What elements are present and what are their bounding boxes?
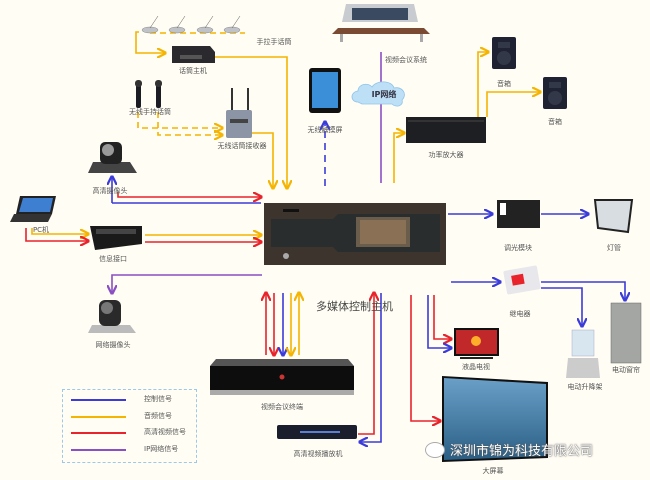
label-speaker-1: 音箱 (497, 80, 511, 88)
lcd-tv-icon (454, 328, 499, 359)
label-ip-network: IP网络 (371, 90, 397, 99)
audio-line-wireless-mic-1 (137, 112, 222, 128)
big-screen-icon (442, 376, 548, 462)
control-line-lift (541, 287, 582, 326)
audio-line-pc (31, 228, 88, 234)
speaker-2-icon (543, 77, 567, 109)
label-dimmer-module: 调光模块 (504, 244, 532, 252)
control-line-player (360, 293, 382, 442)
electric-lift-icon (566, 329, 600, 378)
label-light-tube: 灯管 (607, 244, 621, 252)
audio-line-amp-speaker-1 (477, 52, 488, 117)
video-line-player (358, 293, 374, 435)
relay-icon (503, 265, 541, 295)
legend-swatch-control (71, 399, 126, 401)
legend-item-control: 控制信号 (71, 394, 191, 406)
legend: 控制信号 音频信号 高清视频信号 IP网络信号 (62, 389, 197, 463)
wireless-touchscreen-icon (309, 68, 341, 113)
legend-label: 音频信号 (144, 412, 172, 420)
light-tube-icon (593, 199, 634, 234)
wireless-mic-icons (135, 80, 162, 108)
ip-line-netcam (112, 274, 262, 293)
label-hd-video-player: 高清视频播放机 (293, 450, 343, 458)
audio-line-wireless-mic-2 (157, 112, 222, 135)
legend-swatch-audio (71, 416, 126, 418)
audio-line-to-amp (393, 133, 404, 183)
handheld-mic-icons (141, 15, 241, 34)
audio-line-host-to-controller (215, 56, 287, 188)
control-line-curtain (541, 281, 625, 300)
label-mic-host: 话筒主机 (179, 67, 207, 75)
label-video-conf-system: 视频会议系统 (385, 56, 427, 64)
audio-line-mics-to-host (135, 31, 165, 53)
label-lcd-tv: 液晶电视 (462, 363, 490, 371)
control-line-tv (427, 295, 451, 348)
label-speaker-2: 音箱 (548, 118, 562, 126)
audio-line-receiver-to-controller (250, 132, 273, 188)
label-big-screen: 大屏幕 (482, 467, 504, 475)
label-wireless-mics: 无线手持话筒 (129, 108, 171, 116)
legend-swatch-ip-network (71, 449, 126, 451)
legend-label: 高清视频信号 (144, 428, 186, 436)
ip-network-cloud-icon (351, 81, 405, 107)
label-wireless-receiver: 无线话筒接收器 (217, 142, 267, 150)
label-info-interface: 信息接口 (99, 255, 127, 263)
video-conf-system-icon (332, 4, 430, 42)
wechat-icon (425, 442, 445, 458)
legend-label: IP网络信号 (144, 445, 179, 453)
speaker-1-icon (492, 37, 516, 69)
electric-curtain-icon (610, 302, 642, 364)
wireless-receiver-icon (226, 88, 252, 138)
video-line-bigscreen (410, 295, 440, 421)
label-electric-lift: 电动升降架 (567, 383, 603, 391)
label-relay: 继电器 (509, 310, 531, 318)
mic-host-icon (172, 46, 215, 63)
video-line-pc (25, 228, 88, 241)
label-video-conf-terminal: 视频会议终端 (261, 403, 303, 411)
label-handheld-mics: 手拉手话筒 (256, 38, 292, 46)
label-electric-curtain: 电动窗帘 (612, 366, 640, 374)
label-wireless-touchscreen: 无线触摸屏 (307, 126, 343, 134)
legend-label: 控制信号 (144, 395, 172, 403)
label-network-camera: 网络摄像头 (95, 341, 131, 349)
dimmer-module-icon (497, 200, 540, 228)
legend-swatch-hd-video (71, 432, 126, 434)
video-conf-terminal-icon (210, 359, 354, 395)
label-power-amp: 功率放大器 (428, 151, 464, 159)
info-interface-icon (90, 226, 142, 250)
power-amp-icon (406, 117, 486, 143)
network-camera-icon (88, 300, 136, 333)
legend-item-hd-video: 高清视频信号 (71, 427, 191, 439)
legend-item-ip-network: IP网络信号 (71, 444, 191, 456)
hd-video-player-icon (277, 425, 357, 439)
watermark-text: 深圳市锦为科技有限公司 (450, 444, 594, 459)
video-line-camera (117, 192, 261, 197)
main-controller-label: 多媒体控制主机 (316, 300, 393, 313)
hd-camera-icon (88, 142, 137, 173)
audio-line-amp-speaker-2 (486, 92, 540, 117)
label-hd-camera: 高清摄像头 (92, 187, 128, 195)
label-pc: PC机 (32, 226, 50, 234)
pc-laptop-icon (10, 196, 56, 222)
main-controller-icon (264, 203, 446, 265)
legend-item-audio: 音频信号 (71, 411, 191, 423)
video-line-tv (433, 295, 451, 339)
